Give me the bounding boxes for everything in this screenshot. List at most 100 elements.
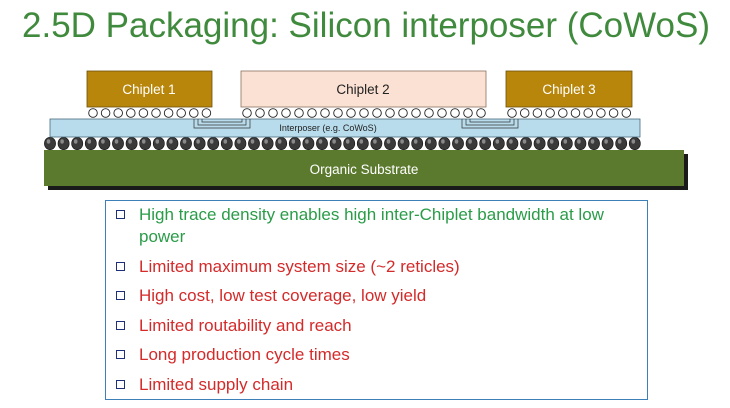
c4-bump bbox=[601, 137, 614, 151]
micro-bump bbox=[437, 108, 447, 118]
c4-bump bbox=[71, 137, 84, 151]
c4-bump bbox=[44, 137, 56, 151]
c4-bump bbox=[615, 137, 628, 151]
c4-bump bbox=[288, 137, 301, 151]
micro-bump bbox=[570, 108, 581, 118]
c4-bump-highlight bbox=[495, 139, 500, 144]
c4-bump-highlight bbox=[141, 139, 146, 144]
c4-bump-highlight bbox=[169, 139, 173, 144]
micro-bump bbox=[424, 108, 434, 118]
c4-bump-highlight bbox=[631, 139, 636, 144]
c4-bump bbox=[84, 137, 97, 151]
micro-bump bbox=[100, 108, 111, 118]
c4-bump-highlight bbox=[413, 139, 418, 144]
interposer bbox=[49, 118, 641, 138]
c4-bump-highlight bbox=[332, 139, 336, 144]
micro-bump bbox=[583, 108, 593, 118]
bullet-item: Limited routability and reach bbox=[116, 315, 639, 337]
micro-bump bbox=[242, 108, 252, 118]
c4-bump-highlight bbox=[46, 139, 51, 144]
c4-bump bbox=[424, 137, 437, 151]
organic-substrate bbox=[44, 150, 684, 186]
bullet-text: High cost, low test coverage, low yield bbox=[139, 286, 427, 305]
c4-bump bbox=[57, 137, 70, 151]
cowos-diagram: Organic Substrate Interposer (e.g. CoWoS… bbox=[44, 70, 688, 190]
micro-bump bbox=[281, 108, 291, 118]
c4-bump-highlight bbox=[441, 139, 445, 144]
c4-bump-highlight bbox=[577, 139, 581, 144]
c4-bump bbox=[465, 137, 478, 151]
c4-bump-highlight bbox=[60, 139, 64, 144]
bullet-text: High trace density enables high inter-Ch… bbox=[139, 205, 604, 246]
c4-bump-highlight bbox=[427, 139, 432, 144]
c4-bump-highlight bbox=[155, 139, 160, 144]
micro-bump bbox=[545, 108, 555, 118]
micro-bump bbox=[532, 108, 543, 118]
c4-bump-highlight bbox=[345, 139, 350, 144]
micro-bump bbox=[411, 108, 421, 118]
bullet-text: Limited supply chain bbox=[139, 374, 294, 394]
c4-bump bbox=[125, 137, 138, 151]
c4-bump bbox=[275, 137, 288, 151]
c4-bump-highlight bbox=[481, 139, 486, 144]
c4-bump-highlight bbox=[590, 139, 595, 144]
micro-bump bbox=[398, 108, 408, 118]
micro-bump bbox=[450, 108, 460, 118]
c4-bump-highlight bbox=[563, 139, 568, 144]
chiplet-2-label: Chiplet 2 bbox=[336, 82, 389, 97]
c4-bump bbox=[152, 137, 165, 151]
c4-bump bbox=[560, 137, 573, 151]
micro-bump bbox=[333, 108, 343, 118]
c4-bump-highlight bbox=[509, 139, 513, 144]
c4-bump bbox=[438, 137, 451, 151]
micro-bump bbox=[151, 108, 161, 118]
c4-bump bbox=[343, 137, 356, 151]
c4-bump-highlight bbox=[250, 139, 255, 144]
c4-bump-highlight bbox=[264, 139, 268, 144]
micro-bump bbox=[476, 108, 486, 118]
c4-bump bbox=[628, 137, 641, 151]
micro-bump bbox=[507, 108, 517, 118]
c4-bump bbox=[248, 137, 260, 151]
c4-bump bbox=[207, 137, 220, 151]
c4-bump bbox=[316, 137, 328, 151]
micro-bump bbox=[255, 108, 265, 118]
c4-bump bbox=[384, 137, 396, 151]
c4-bump bbox=[479, 137, 492, 151]
micro-bump-row bbox=[88, 108, 632, 118]
micro-bump bbox=[372, 108, 382, 118]
checkbox-square-icon bbox=[116, 291, 125, 300]
bullet-list-box: High trace density enables high inter-Ch… bbox=[105, 200, 648, 400]
micro-bump bbox=[463, 108, 473, 118]
c4-bump bbox=[180, 137, 192, 151]
c4-bump bbox=[574, 137, 587, 151]
c4-bump bbox=[411, 137, 424, 151]
c4-bump-highlight bbox=[114, 139, 119, 144]
micro-bump bbox=[189, 108, 199, 118]
c4-bump bbox=[234, 137, 247, 151]
c4-bump-highlight bbox=[359, 139, 364, 144]
c4-bump bbox=[492, 137, 505, 151]
micro-bump bbox=[113, 108, 123, 118]
c4-bump bbox=[370, 137, 383, 151]
c4-bump-highlight bbox=[101, 139, 105, 144]
c4-bump-highlight bbox=[128, 139, 132, 144]
micro-bump bbox=[596, 108, 606, 118]
micro-bump bbox=[176, 108, 186, 118]
micro-bump bbox=[307, 108, 317, 118]
micro-bump bbox=[294, 108, 304, 118]
checkbox-square-icon bbox=[116, 261, 125, 271]
c4-bump bbox=[533, 137, 546, 151]
c4-bump-highlight bbox=[237, 139, 241, 144]
c4-bump-highlight bbox=[373, 139, 377, 144]
c4-bump-highlight bbox=[196, 139, 200, 144]
c4-bump bbox=[588, 137, 600, 151]
micro-bump bbox=[320, 108, 330, 118]
c4-bump-highlight bbox=[87, 139, 92, 144]
substrate-label: Organic Substrate bbox=[310, 162, 419, 177]
bullet-text: Long production cycle times bbox=[139, 345, 350, 364]
interposer-traces bbox=[193, 119, 519, 129]
c4-bump-highlight bbox=[386, 139, 391, 144]
micro-bump bbox=[163, 108, 174, 118]
c4-bump-highlight bbox=[277, 139, 282, 144]
